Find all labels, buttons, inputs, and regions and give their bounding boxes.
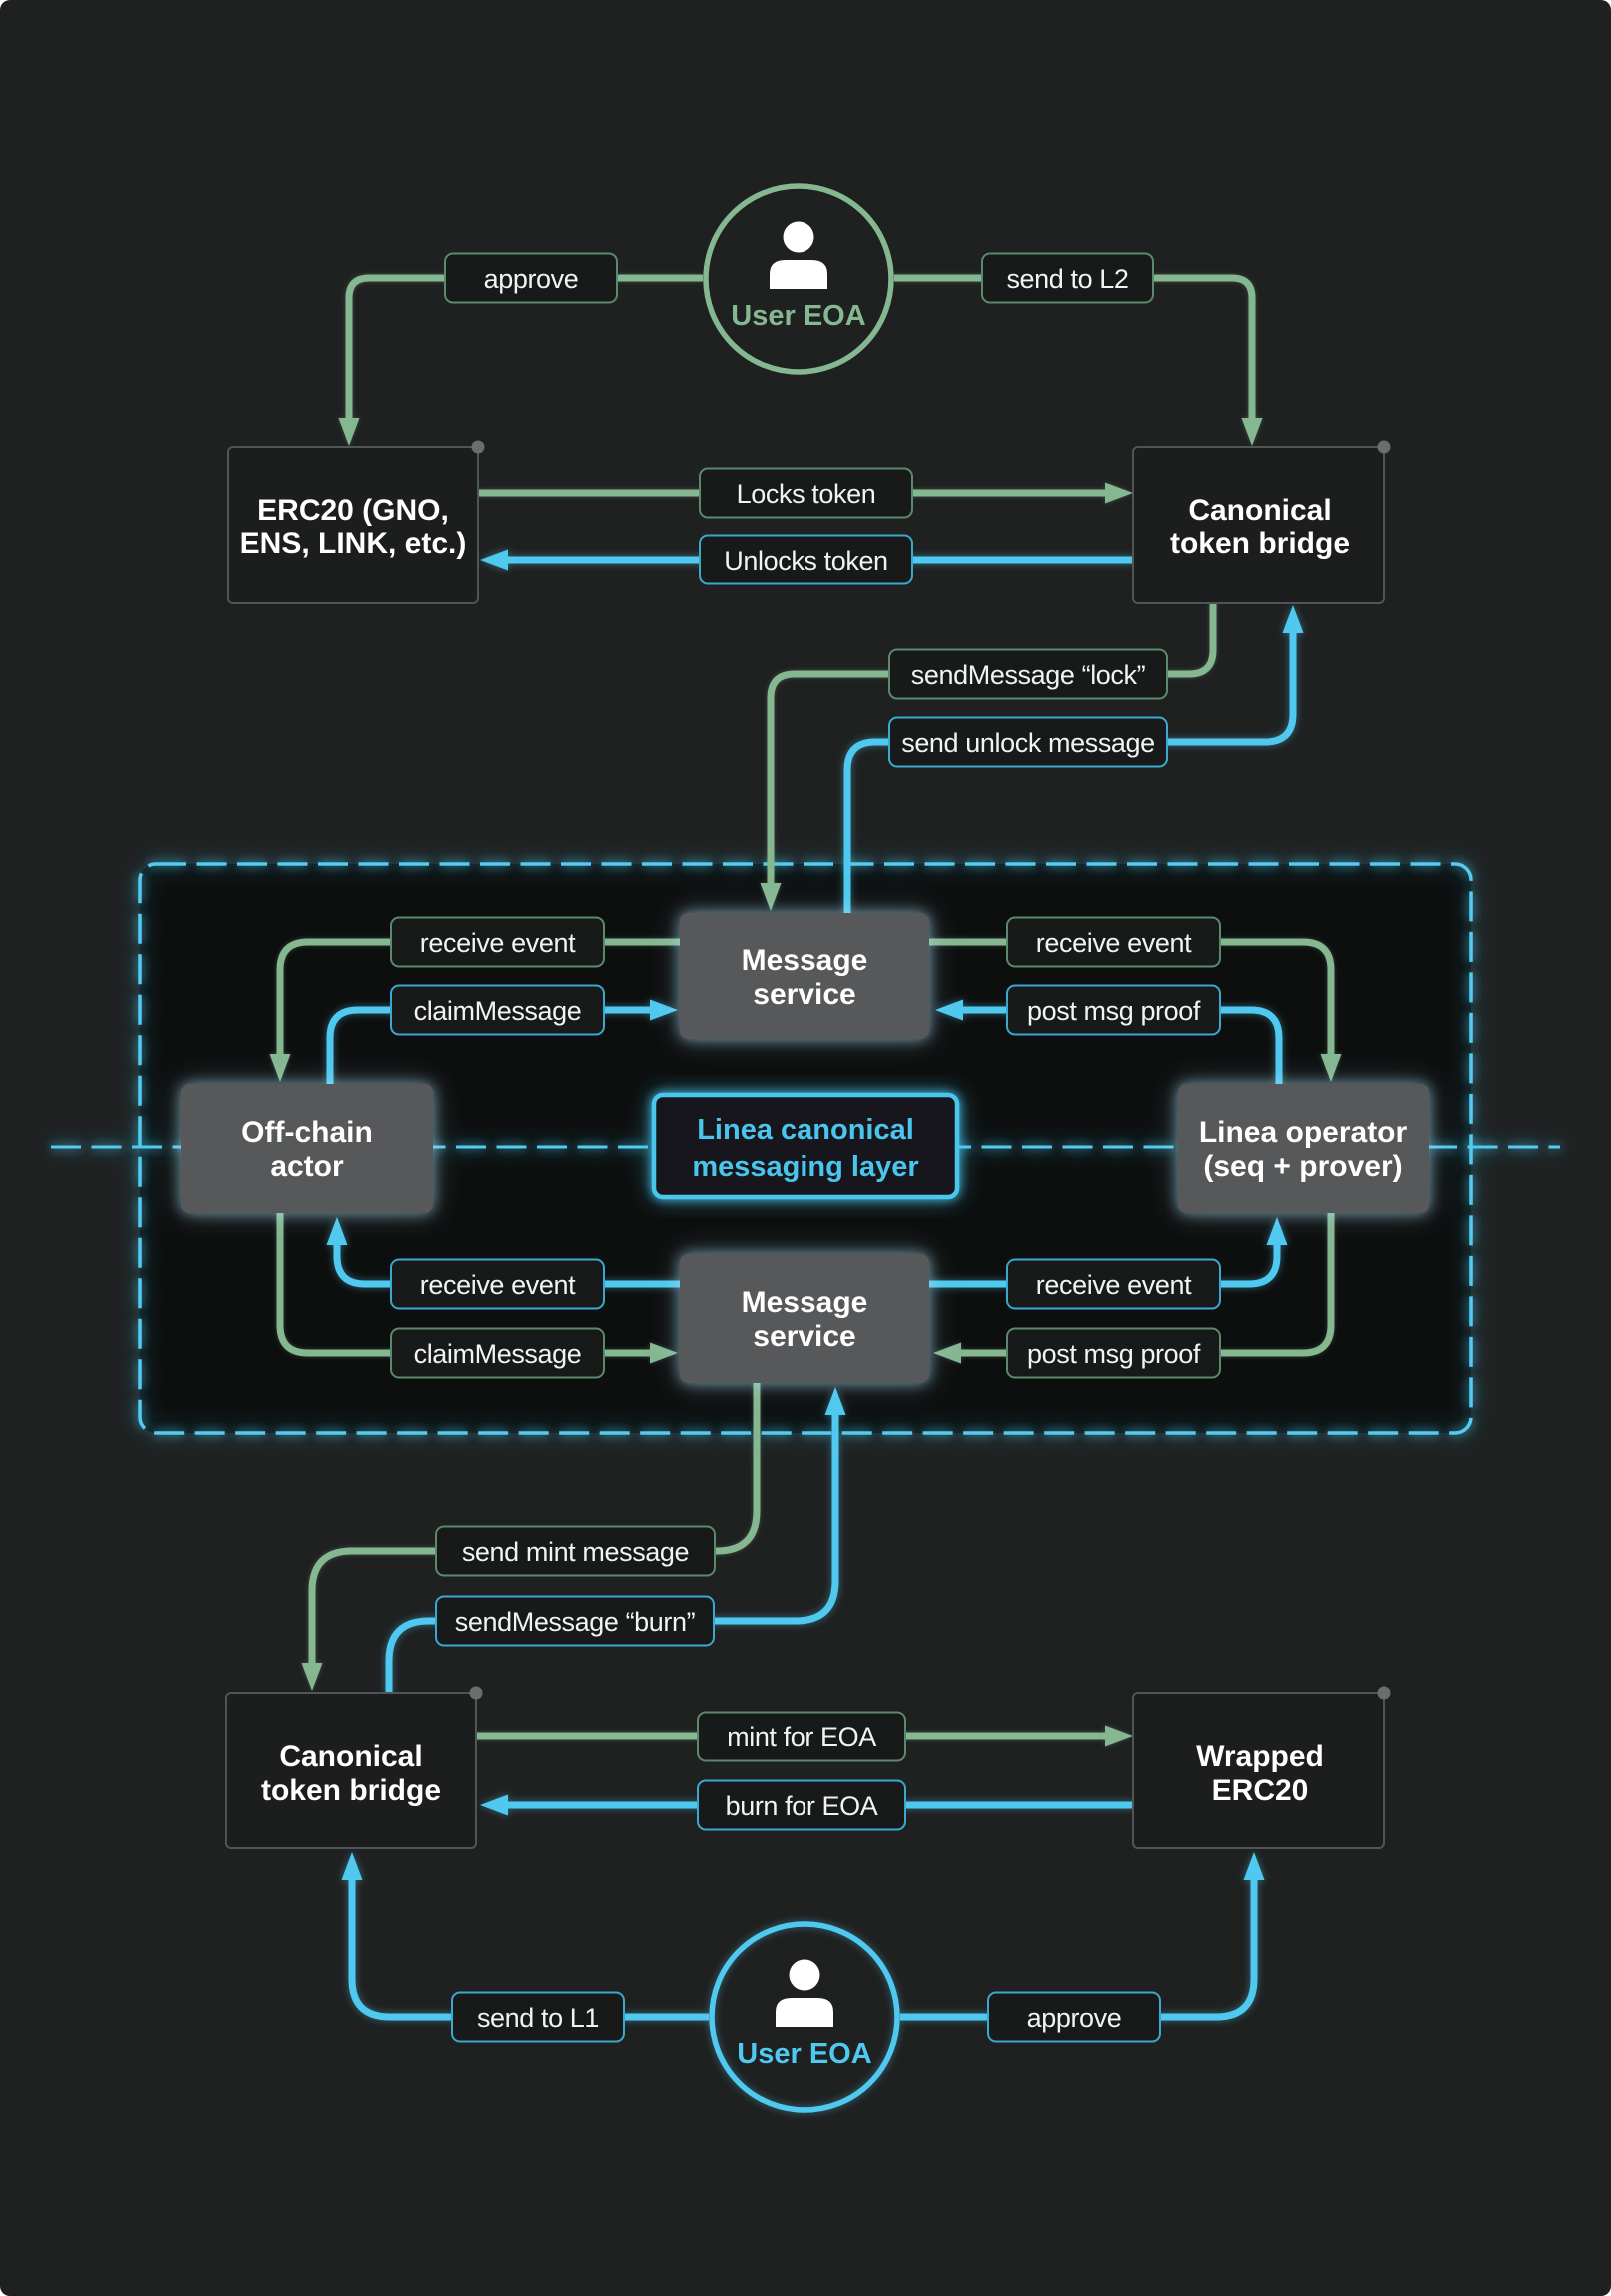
svg-text:post msg proof: post msg proof	[1027, 996, 1201, 1026]
svg-text:service: service	[753, 1320, 855, 1353]
svg-text:mint for EOA: mint for EOA	[727, 1722, 876, 1752]
svg-text:send to L1: send to L1	[477, 2003, 599, 2033]
svg-text:actor: actor	[270, 1150, 344, 1183]
svg-text:Locks token: Locks token	[737, 479, 876, 509]
svg-text:receive event: receive event	[420, 1270, 576, 1300]
svg-text:claimMessage: claimMessage	[414, 1339, 582, 1369]
svg-text:approve: approve	[1027, 2003, 1122, 2033]
svg-text:ERC20: ERC20	[1212, 1774, 1309, 1807]
svg-text:ERC20 (GNO,: ERC20 (GNO,	[257, 494, 449, 527]
svg-text:receive event: receive event	[1036, 928, 1192, 958]
svg-text:(seq + prover): (seq + prover)	[1203, 1150, 1402, 1183]
svg-text:service: service	[753, 978, 855, 1011]
svg-text:sendMessage “burn”: sendMessage “burn”	[455, 1607, 695, 1637]
svg-text:send unlock message: send unlock message	[901, 728, 1155, 758]
svg-text:messaging layer: messaging layer	[692, 1151, 918, 1183]
svg-text:Off-chain: Off-chain	[241, 1116, 373, 1149]
svg-text:sendMessage “lock”: sendMessage “lock”	[911, 660, 1145, 690]
svg-text:Message: Message	[742, 944, 868, 977]
svg-text:Linea operator: Linea operator	[1199, 1116, 1408, 1149]
svg-text:token bridge: token bridge	[261, 1774, 441, 1807]
svg-text:Canonical: Canonical	[1188, 494, 1331, 527]
svg-text:receive event: receive event	[420, 928, 576, 958]
svg-text:token bridge: token bridge	[1170, 527, 1350, 560]
svg-text:send to L2: send to L2	[1006, 264, 1128, 294]
svg-text:User EOA: User EOA	[731, 300, 865, 332]
svg-text:Message: Message	[742, 1286, 868, 1319]
svg-text:Canonical: Canonical	[279, 1740, 422, 1773]
svg-text:post msg proof: post msg proof	[1027, 1339, 1201, 1369]
svg-text:approve: approve	[484, 264, 579, 294]
svg-text:send mint message: send mint message	[462, 1537, 689, 1567]
svg-text:Wrapped: Wrapped	[1196, 1740, 1324, 1773]
svg-text:Unlocks token: Unlocks token	[724, 546, 887, 575]
svg-text:User EOA: User EOA	[737, 2038, 871, 2070]
svg-text:receive event: receive event	[1036, 1270, 1192, 1300]
svg-text:ENS, LINK, etc.): ENS, LINK, etc.)	[240, 527, 467, 560]
svg-text:claimMessage: claimMessage	[414, 996, 582, 1026]
svg-text:Linea canonical: Linea canonical	[697, 1114, 914, 1146]
svg-text:burn for EOA: burn for EOA	[726, 1791, 878, 1821]
